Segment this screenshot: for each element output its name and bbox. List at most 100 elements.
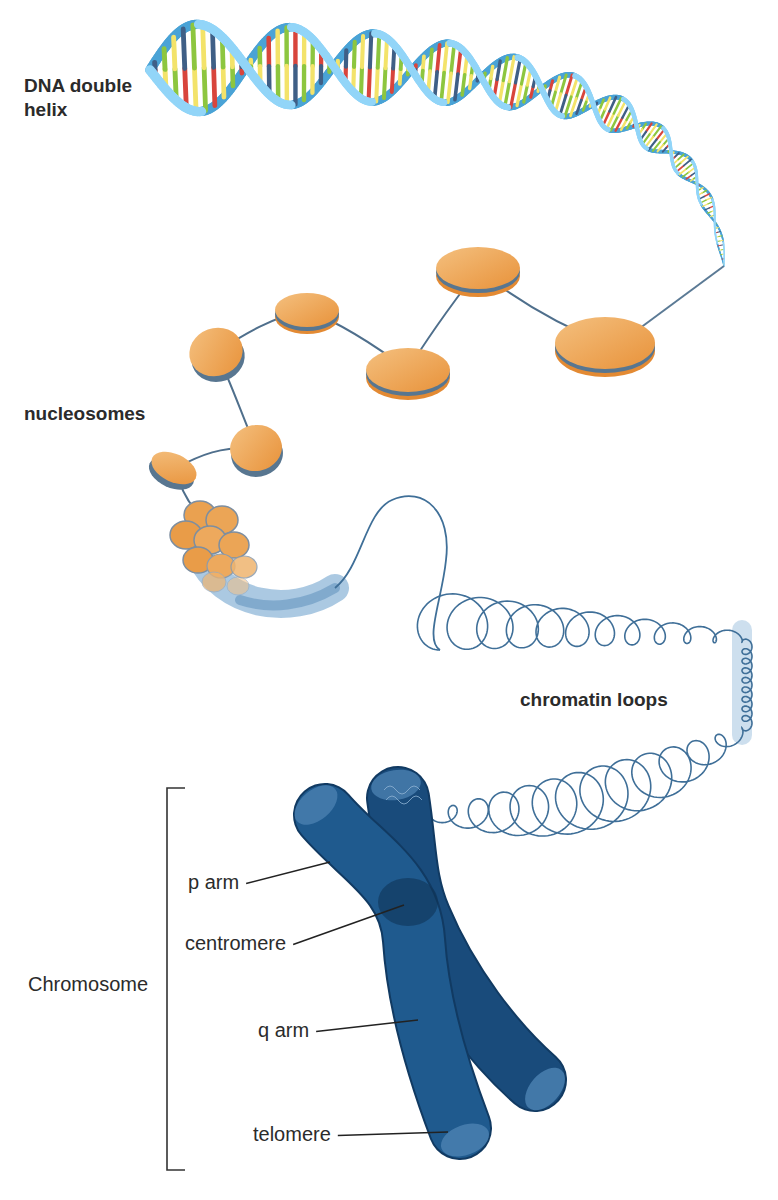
label-slot: nucleosomes (24, 402, 145, 426)
dna-strand (674, 169, 678, 173)
base-pair (175, 69, 176, 101)
base-pair (517, 84, 521, 106)
base-pair (708, 202, 713, 204)
base-pair (448, 73, 451, 102)
dna-strand (370, 98, 372, 106)
dna-strand (714, 218, 716, 221)
dna-strand (714, 223, 716, 226)
structure-label: DNA double helix (24, 74, 136, 122)
dna-strand (714, 232, 716, 235)
dna-strand (699, 201, 702, 204)
dna-strand (507, 104, 508, 110)
dna-strand (442, 99, 443, 106)
base-pair (706, 198, 712, 201)
histone-disc (227, 577, 249, 595)
base-pair (600, 100, 603, 108)
base-pair (174, 37, 175, 69)
part-label: centromere (185, 931, 286, 956)
leader-line (246, 862, 330, 884)
chromatid (325, 815, 460, 1128)
histone-disc (555, 317, 655, 369)
chromatin-fiber (335, 496, 447, 650)
dna-strand (713, 204, 715, 207)
telomere-cap (287, 777, 345, 832)
nucleosome (226, 421, 286, 481)
label-slot: chromatin loops (520, 688, 668, 712)
base-pair (531, 87, 533, 98)
dna-strand (713, 207, 715, 210)
base-pair (555, 94, 560, 113)
dna-strand (717, 226, 719, 229)
dna-strand (716, 223, 718, 226)
dna-strand (603, 126, 609, 131)
nucleosome (555, 317, 655, 377)
part-label: telomere (253, 1122, 331, 1147)
linker-dna (176, 270, 605, 515)
dna-strand (713, 205, 715, 208)
dna-strand (715, 237, 717, 240)
base-pair (214, 67, 215, 105)
dna-strand (721, 258, 723, 260)
dna-strand (714, 225, 716, 228)
dna-strand (604, 127, 610, 132)
dna-strand (693, 181, 697, 184)
leader-lines (246, 862, 448, 1136)
chromatid (325, 815, 460, 1128)
base-pair (577, 100, 582, 113)
nucleosome (182, 320, 251, 389)
telomere-cap (369, 766, 423, 803)
base-pair (428, 71, 430, 93)
base-pair (718, 245, 721, 247)
base-pair (723, 263, 724, 264)
base-pair (499, 81, 503, 104)
base-pair (621, 120, 626, 130)
base-pair (686, 175, 691, 179)
dna-strand (643, 145, 648, 150)
base-pair (266, 38, 271, 66)
dna-strand (714, 224, 716, 227)
dna-strand (713, 209, 715, 212)
base-pair (689, 167, 695, 172)
base-pair (583, 102, 586, 110)
dna-strand (713, 203, 715, 206)
base-pair (162, 49, 168, 70)
dna-strand (710, 216, 713, 219)
base-pair (555, 77, 559, 92)
dna-strand (675, 171, 679, 175)
dna-strand (713, 208, 715, 211)
base-pair (561, 75, 566, 94)
base-pair (275, 31, 280, 66)
dna-strand (713, 207, 715, 210)
dna-strand (714, 231, 716, 234)
dna-strand (676, 171, 680, 175)
base-pair (723, 258, 724, 259)
base-pair (605, 98, 610, 110)
base-pair (437, 45, 440, 72)
dna-strand (644, 146, 649, 150)
dna-strand (718, 227, 720, 230)
dna-strand (674, 168, 678, 172)
dna-strand (722, 259, 724, 261)
base-pair (720, 240, 723, 242)
dna-strand (290, 101, 292, 110)
dna-strand (713, 220, 716, 223)
base-pair (444, 43, 447, 72)
base-pair (505, 82, 510, 107)
base-pair (491, 66, 493, 78)
part-label: p arm (188, 870, 239, 895)
dna-strand (714, 219, 716, 222)
dna-strand (645, 146, 650, 150)
base-pair (451, 44, 454, 73)
base-pair (646, 124, 652, 132)
dna-strand (714, 215, 716, 218)
dna-strand (716, 241, 718, 244)
base-pair (423, 56, 424, 70)
base-pair (193, 25, 195, 68)
histone-disc (436, 247, 520, 289)
label-slot: Chromosome (28, 972, 148, 997)
label-slot: telomere (253, 1122, 331, 1147)
dna-strand (723, 262, 725, 264)
dna-strand (711, 218, 714, 221)
dna-strand (716, 239, 718, 242)
